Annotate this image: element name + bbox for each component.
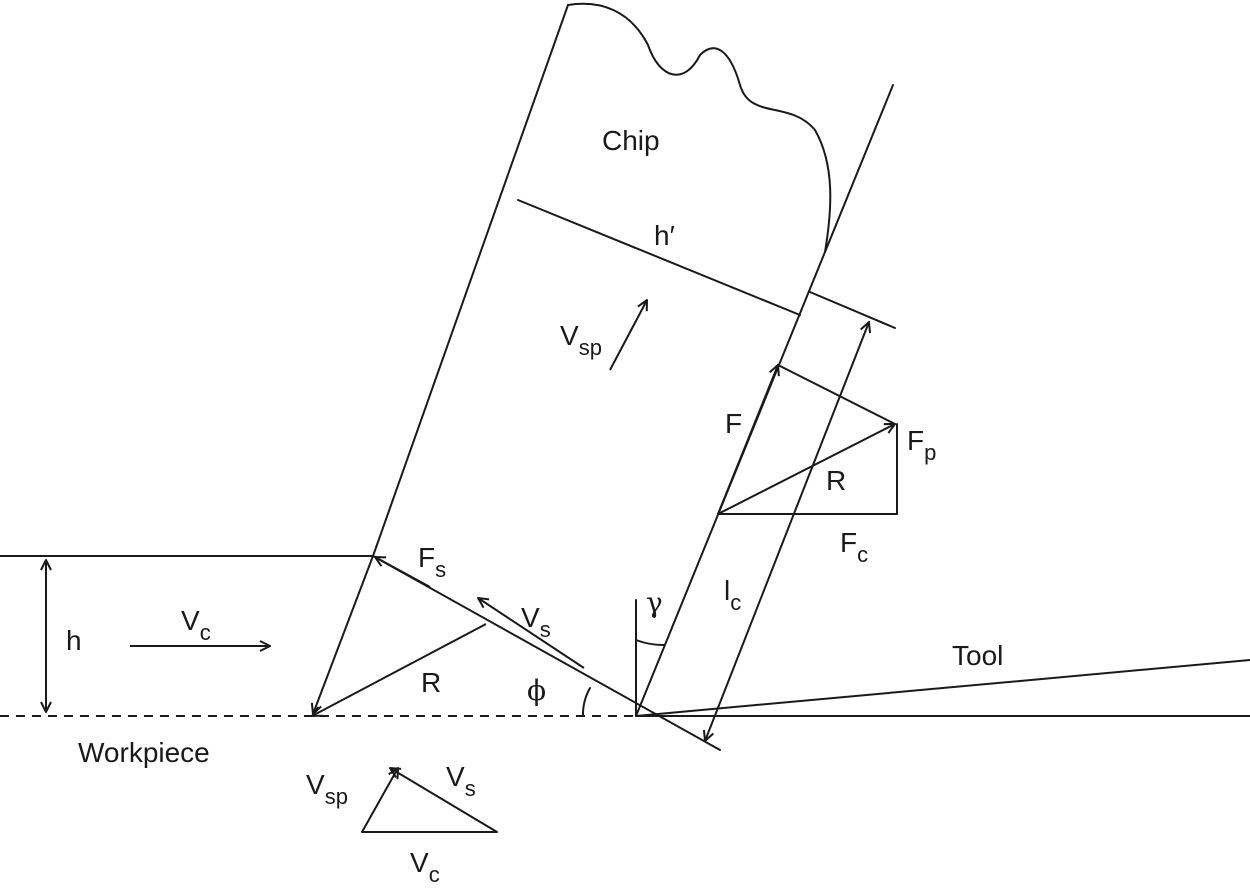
- tri-v-sp-label: Vsp: [306, 769, 348, 809]
- gamma-arc: [635, 639, 665, 647]
- workpiece: [0, 555, 636, 717]
- shear-plane-line: [372, 555, 721, 751]
- tool-clearance-face: [635, 659, 1250, 717]
- f-p-label: Fp: [907, 425, 936, 465]
- velocity-triangle: [361, 768, 498, 833]
- r-tool-arrow: [717, 424, 895, 515]
- lc-arrow: [705, 322, 869, 741]
- f-friction-arrow: [717, 365, 778, 515]
- tri-v-c-label: Vc: [410, 847, 440, 887]
- shear-plane: [312, 555, 721, 751]
- v-c-main-label: Vc: [181, 605, 211, 645]
- tool-label: Tool: [952, 640, 1003, 671]
- chip-label: Chip: [602, 125, 660, 156]
- f-friction-label: F: [725, 408, 742, 439]
- tool-forces: [717, 364, 898, 515]
- v-sp-main-label: Vsp: [560, 320, 602, 360]
- tool: [635, 84, 1250, 717]
- chip: [372, 2, 832, 557]
- contact-length-label: lc: [724, 575, 741, 615]
- contact-length-dimension: [705, 291, 896, 741]
- tri-v-s-arrow: [390, 768, 498, 833]
- r-shear-component-arrow: [313, 555, 374, 714]
- chip-back-edge: [372, 4, 569, 557]
- chip-thickness-line: [517, 199, 801, 316]
- tri-v-s-label: Vs: [446, 761, 476, 801]
- h-label: h: [66, 625, 82, 656]
- phi-arc: [581, 687, 591, 717]
- chip-wavy-top: [567, 2, 832, 253]
- f-to-fp-line: [777, 364, 896, 425]
- r-shear-label: R: [421, 667, 441, 698]
- f-s-label: Fs: [418, 542, 446, 582]
- workpiece-label: Workpiece: [78, 737, 210, 768]
- r-tool-label: R: [826, 465, 846, 496]
- v-s-arrow: [478, 598, 585, 669]
- f-c-label: Fc: [840, 527, 868, 567]
- v-sp-main-arrow: [609, 300, 647, 371]
- v-s-main-label: Vs: [521, 602, 551, 642]
- tri-v-sp-arrow: [361, 768, 398, 833]
- chip-thickness-label: h′: [654, 220, 675, 251]
- lc-extension-top: [809, 291, 896, 329]
- gamma-label: γ: [646, 586, 663, 619]
- r-shear-arrow: [312, 623, 487, 716]
- phi-label: ϕ: [527, 674, 546, 707]
- f-s-arrow: [375, 557, 431, 588]
